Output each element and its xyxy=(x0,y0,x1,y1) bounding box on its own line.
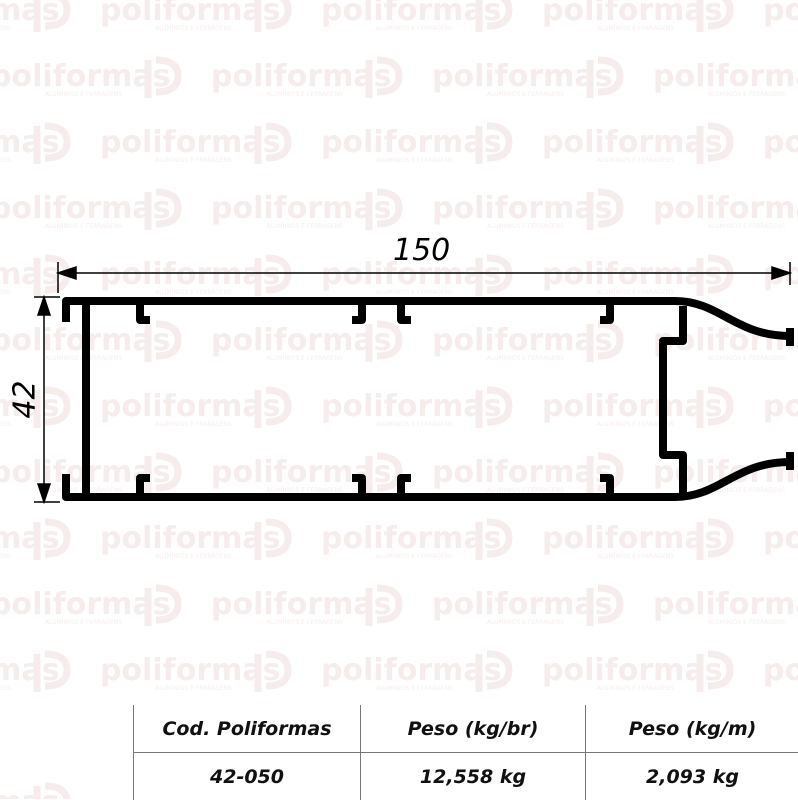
value-weight-bar: 12,558 kg xyxy=(361,753,586,800)
value-weight-meter: 2,093 kg xyxy=(586,753,798,800)
header-weight-bar: Peso (kg/br) xyxy=(361,705,586,753)
table-row: 42-050 12,558 kg 2,093 kg xyxy=(134,753,798,800)
table-header-row: Cod. Poliformas Peso (kg/br) Peso (kg/m) xyxy=(134,705,798,753)
width-dimension-label: 150 xyxy=(393,233,450,268)
height-dimension-label: 42 xyxy=(8,380,43,418)
header-code: Cod. Poliformas xyxy=(134,705,361,753)
specs-table: Cod. Poliformas Peso (kg/br) Peso (kg/m)… xyxy=(133,705,798,800)
header-weight-meter: Peso (kg/m) xyxy=(586,705,798,753)
aluminum-profile-section xyxy=(66,301,790,497)
value-code: 42-050 xyxy=(134,753,361,800)
